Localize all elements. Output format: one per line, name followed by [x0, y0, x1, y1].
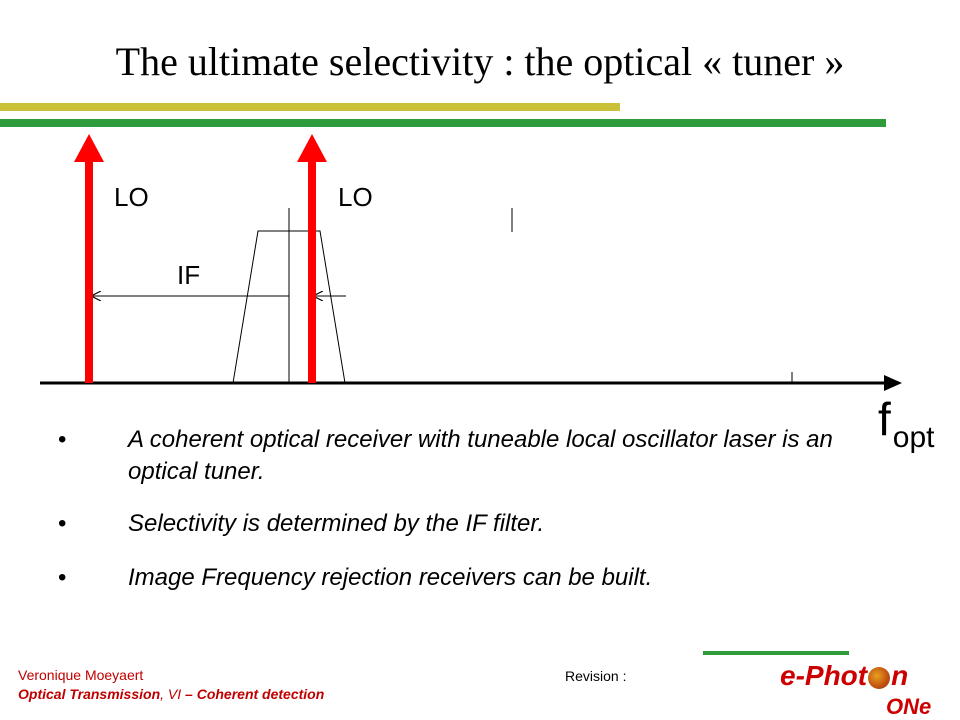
bullet-marker: •	[58, 510, 67, 537]
bullet-text: A coherent optical receiver with tuneabl…	[128, 426, 833, 485]
revision-label: Revision :	[565, 668, 627, 684]
logo-text-part2: n	[891, 660, 909, 691]
title-underline-olive	[0, 103, 620, 111]
bullet-marker: •	[58, 426, 67, 453]
lo-arrow-left	[74, 134, 104, 383]
axis-label: fopt	[878, 392, 935, 454]
axis-label-subscript: opt	[892, 421, 935, 454]
bullet-text: Image Frequency rejection receivers can …	[128, 564, 653, 591]
if-label: IF	[177, 260, 200, 290]
footer-author: Veronique Moeyaert	[18, 667, 144, 683]
logo-underline	[703, 651, 849, 655]
frequency-axis-arrowhead	[884, 375, 902, 391]
lo-label-left: LO	[114, 182, 149, 212]
title-underline-green	[0, 119, 886, 127]
bullet-item: • Image Frequency rejection receivers can…	[58, 562, 848, 594]
bullet-marker: •	[58, 564, 67, 591]
footer-course-name: Optical Transmission	[18, 686, 161, 702]
lo-label-right: LO	[338, 182, 373, 212]
logo-text-part1: e-Phot	[780, 660, 868, 691]
axis-label-f: f	[878, 393, 891, 445]
bullet-text: Selectivity is determined by the IF filt…	[128, 510, 545, 537]
logo-text-part3: ONe	[886, 694, 932, 719]
bullet-item: • Selectivity is determined by the IF fil…	[58, 508, 848, 540]
footer-course: Optical Transmission, VI – Coherent dete…	[18, 686, 324, 702]
lo-arrow-right	[297, 134, 327, 383]
slide-title: The ultimate selectivity : the optical «…	[115, 39, 845, 84]
bullet-list: • A coherent optical receiver with tuneab…	[58, 424, 848, 616]
footer-course-separator: , VI	[160, 686, 186, 702]
globe-icon	[868, 666, 891, 689]
bullet-item: • A coherent optical receiver with tuneab…	[58, 424, 848, 488]
footer-course-topic: – Coherent detection	[185, 686, 325, 702]
